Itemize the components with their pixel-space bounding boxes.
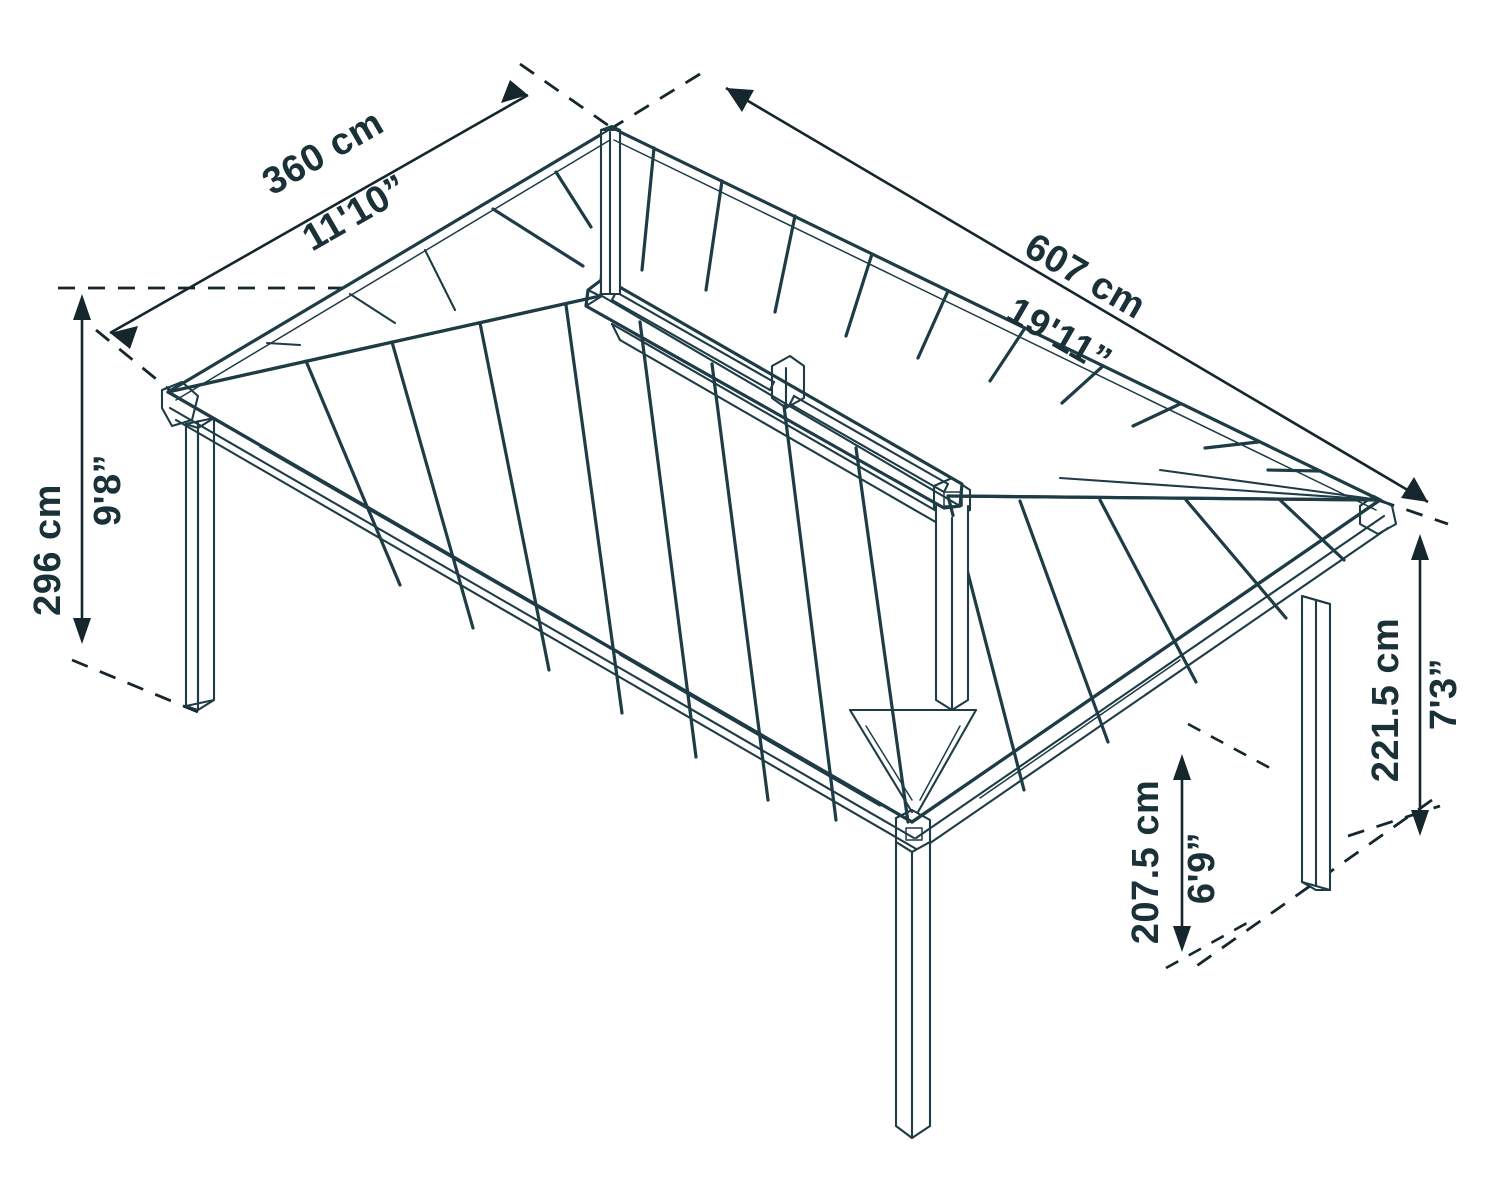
post-ridge-support bbox=[934, 504, 970, 712]
corner-cap-left bbox=[160, 380, 200, 428]
post-center-top bbox=[599, 124, 622, 296]
roof-back-right-hip-ribs bbox=[1058, 468, 1382, 502]
eave-fascia-beams bbox=[166, 126, 1390, 852]
dimension-width-360 bbox=[109, 80, 529, 349]
post-rear-right bbox=[1300, 594, 1332, 892]
dimension-label-eave-imperial: 7'3” bbox=[1423, 658, 1465, 730]
dimension-height-207 bbox=[1173, 754, 1191, 952]
dimension-length-607 bbox=[725, 86, 1429, 504]
dimension-label-eave-metric: 221.5 cm bbox=[1365, 618, 1407, 783]
dimension-height-296 bbox=[73, 294, 91, 644]
dimension-height-221 bbox=[1411, 534, 1429, 836]
corner-cap-right bbox=[1358, 494, 1398, 536]
post-front-center bbox=[894, 840, 932, 1140]
dimension-label-peak-imperial: 9'8” bbox=[87, 454, 129, 526]
roof-back-surface bbox=[168, 128, 1380, 500]
corner-cap-ridge-right bbox=[932, 476, 972, 522]
dimension-label-peak-metric: 296 cm bbox=[27, 484, 69, 616]
dimension-label-clearance-imperial: 6'9” bbox=[1181, 832, 1223, 904]
dimension-label-clearance-metric: 207.5 cm bbox=[1125, 780, 1167, 945]
under-roof-braces bbox=[848, 708, 978, 814]
roof-front-surface bbox=[168, 296, 1380, 822]
gazebo-structure bbox=[160, 124, 1398, 1140]
ridge-beam bbox=[584, 276, 964, 530]
post-rear-left bbox=[184, 416, 216, 712]
